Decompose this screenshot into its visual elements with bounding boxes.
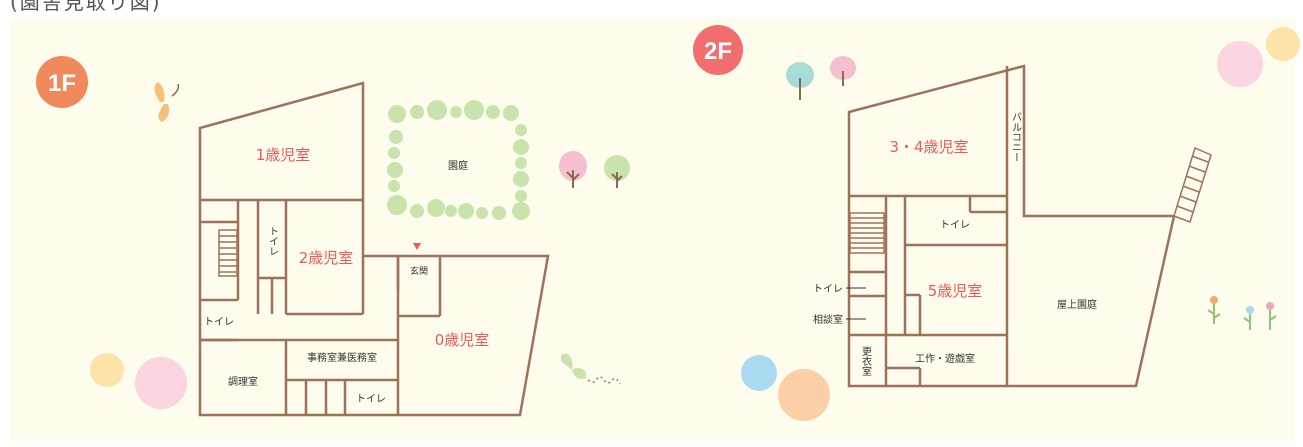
- header-text: (園舎見取り図): [10, 0, 162, 14]
- floor-2-partitions: [849, 66, 1009, 386]
- room-office: 事務室兼医務室: [307, 351, 377, 364]
- room-toilet-bottom: トイレ: [356, 394, 386, 405]
- entrance-arrow-icon: [413, 243, 421, 250]
- room-kitchen: 調理室: [228, 375, 258, 388]
- flowers-icon: [1207, 296, 1277, 330]
- floor-1-badge: 1F: [36, 56, 88, 108]
- floor-1-stairs: [218, 229, 238, 277]
- room-workshop: 工作・遊戯室: [915, 352, 975, 365]
- tree-icon: [604, 155, 630, 188]
- decor-circle: [741, 355, 777, 391]
- floor-2-plan: 2F: [693, 25, 1300, 421]
- butterfly-icon: [560, 353, 621, 385]
- room-toilet-label: トイレ: [813, 284, 843, 295]
- butterfly-icon: [154, 82, 180, 122]
- tree-icon: [559, 151, 587, 188]
- decor-circle: [135, 357, 187, 409]
- tree-icon: [786, 62, 814, 100]
- floor-2-stairs: [849, 212, 885, 254]
- room-rooftop: 屋上園庭: [1057, 298, 1097, 311]
- decor-circle: [778, 369, 830, 421]
- floor-2-badge: 2F: [693, 25, 743, 75]
- room-consult-label: 相談室: [813, 313, 843, 326]
- room-age0: 0歳児室: [435, 331, 490, 349]
- room-age1: 1歳児室: [256, 146, 311, 164]
- decor-circle: [1266, 27, 1300, 61]
- floor-1-partitions: [200, 198, 442, 415]
- floor-1-badge-label: 1F: [48, 70, 76, 97]
- floor-1-walls: [198, 81, 550, 417]
- room-toilet-vertical: トイレ: [267, 226, 279, 256]
- garden-dots: [387, 100, 530, 220]
- decor-circle: [1217, 41, 1263, 87]
- room-dressing: 更衣室: [860, 346, 872, 376]
- floor-2-badge-label: 2F: [704, 38, 732, 65]
- floor-1-plan: 1F: [36, 56, 630, 417]
- room-balcony: バルコニー: [1010, 112, 1022, 162]
- room-age34: 3・4歳児室: [889, 138, 968, 156]
- room-toilet-left: トイレ: [204, 317, 234, 328]
- room-age5: 5歳児室: [928, 282, 983, 300]
- tree-icon: [830, 56, 856, 86]
- garden-label: 園庭: [448, 159, 468, 172]
- floor-2-exterior-stairs: [1173, 146, 1212, 223]
- room-toilet-top: トイレ: [940, 220, 970, 231]
- decor-circle: [90, 353, 124, 387]
- room-entrance: 玄関: [410, 265, 428, 277]
- room-age2: 2歳児室: [299, 249, 354, 267]
